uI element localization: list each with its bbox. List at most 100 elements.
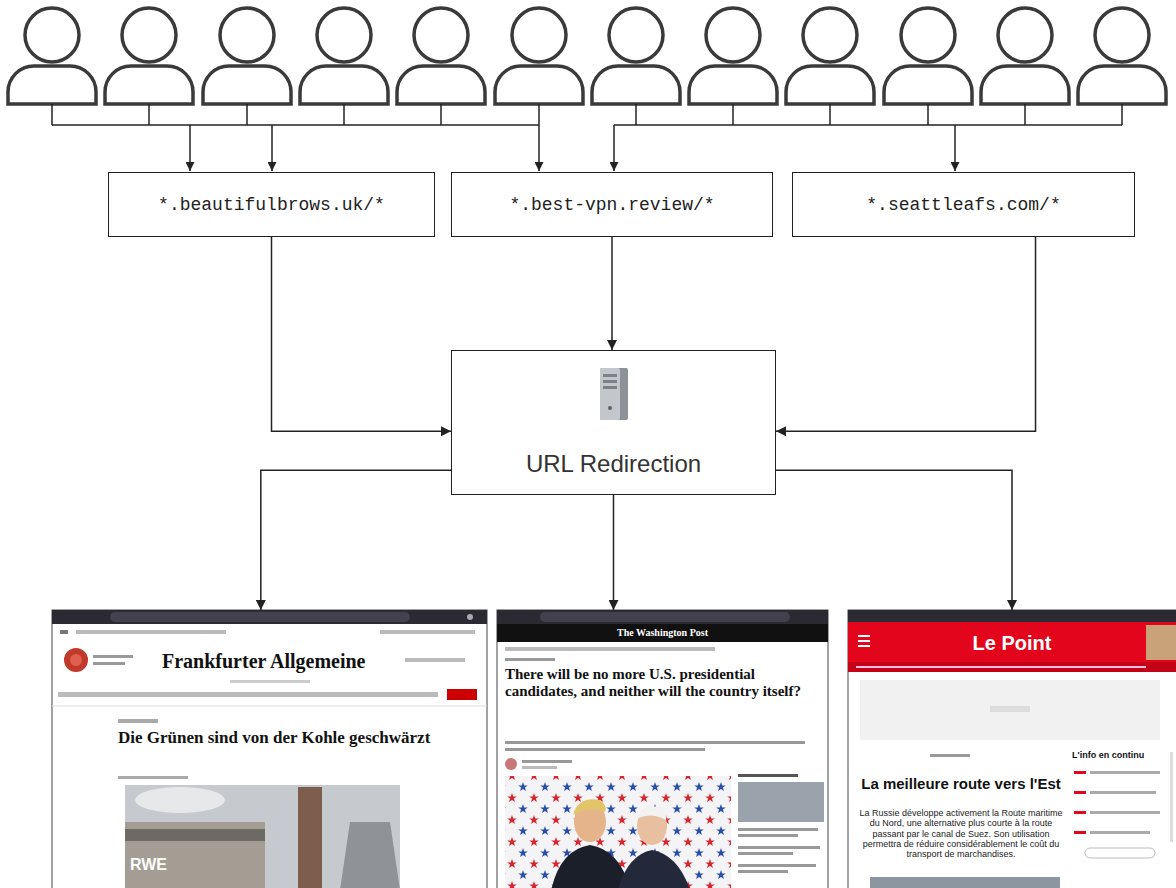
wire — [635, 104, 637, 125]
article-headline: There will be no more U.S. presidential … — [505, 666, 820, 701]
user-body — [981, 66, 1069, 104]
nav-row — [505, 647, 715, 651]
more-button — [1085, 848, 1155, 858]
server-icon — [600, 368, 628, 420]
user-icon — [397, 8, 485, 104]
text-bar — [738, 846, 820, 849]
wire — [1024, 104, 1026, 125]
address-bar — [540, 612, 790, 622]
user-head — [706, 8, 760, 62]
user-icon — [786, 8, 874, 104]
wire — [440, 104, 442, 125]
user-body — [105, 66, 193, 104]
connector-arrow — [776, 470, 1012, 610]
user-icon — [495, 8, 583, 104]
magazine-cover — [1146, 625, 1176, 660]
time-stamp — [1074, 831, 1086, 834]
text-bar — [738, 870, 788, 873]
photo-tower — [340, 822, 400, 888]
wire — [148, 104, 150, 125]
masthead: Le Point — [848, 632, 1176, 655]
divider — [52, 706, 487, 707]
user-body — [8, 66, 96, 104]
text-bar — [738, 834, 798, 837]
wire — [732, 104, 734, 125]
article-headline: La meilleure route vers l'Est — [852, 775, 1070, 792]
sidebar-photo — [738, 782, 824, 822]
text-bar — [930, 754, 970, 757]
text-bar — [1090, 791, 1156, 794]
photo-face — [637, 807, 667, 845]
photo-windows — [125, 829, 265, 841]
wire-arrow — [271, 125, 273, 171]
user-head — [122, 8, 176, 62]
user-icon — [1078, 8, 1166, 104]
menu-icon — [858, 645, 870, 647]
wire-arrow — [954, 125, 956, 171]
text-bar — [738, 864, 816, 867]
browser-bar — [497, 610, 828, 624]
photo-building — [125, 822, 265, 888]
wire — [343, 104, 345, 125]
user-head — [317, 8, 371, 62]
sidebar-heading: L'info en continu — [1072, 750, 1164, 760]
article-lead: La Russie développe activement la Route … — [856, 808, 1066, 860]
header-band — [848, 622, 1176, 662]
photo-sky — [125, 785, 400, 888]
text-bar — [230, 680, 310, 683]
user-head — [414, 8, 468, 62]
page-frame — [848, 610, 1176, 888]
text-bar — [738, 774, 798, 777]
text-bar — [1090, 831, 1150, 834]
time-stamp — [1074, 771, 1086, 774]
user-head — [220, 8, 274, 62]
article-photo — [870, 877, 1060, 888]
wire-arrow — [538, 125, 540, 171]
menu-icon — [60, 630, 68, 634]
text-bar — [405, 658, 465, 662]
user-head — [512, 8, 566, 62]
user-head — [998, 8, 1052, 62]
connector-arrow — [776, 237, 1036, 431]
wire-bus — [52, 124, 539, 126]
faz-screenshot-picture — [52, 610, 487, 888]
text-bar — [1090, 771, 1160, 774]
page-frame — [497, 610, 828, 888]
user-body — [495, 66, 583, 104]
connector-arrow — [613, 495, 615, 610]
user-head — [1095, 8, 1149, 62]
masthead: The Washington Post — [497, 627, 828, 639]
user-icon — [105, 8, 193, 104]
browser-bar — [52, 610, 487, 624]
text-bar — [505, 748, 705, 751]
text-bar — [505, 658, 555, 661]
domain-box: *.seattleafs.com/* — [792, 172, 1135, 237]
user-body — [786, 66, 874, 104]
menu-row — [380, 630, 475, 634]
user-icon — [981, 8, 1069, 104]
user-icon — [592, 8, 680, 104]
text-bar — [93, 662, 125, 665]
server-side — [600, 368, 628, 420]
user-body — [1078, 66, 1166, 104]
text-bar — [738, 828, 818, 831]
url-pattern: *.best-vpn.review/* — [509, 195, 714, 215]
news-screenshot: Frankfurter AllgemeineDie Grünen sind vo… — [52, 610, 487, 888]
connector-arrow — [261, 470, 451, 610]
page-frame — [52, 610, 487, 888]
wire — [1121, 104, 1123, 125]
user-body — [689, 66, 777, 104]
photo-steam — [135, 787, 225, 813]
user-body — [397, 66, 485, 104]
time-stamp — [1074, 791, 1086, 794]
article-headline: Die Grünen sind von der Kohle geschwärzt — [118, 728, 478, 748]
masthead-band — [497, 624, 828, 642]
user-icon — [689, 8, 777, 104]
wire — [927, 104, 929, 125]
subscribe-button — [447, 689, 477, 700]
text-bar — [1090, 811, 1160, 814]
menu-icon — [858, 635, 870, 637]
scrollbar — [1170, 752, 1173, 842]
